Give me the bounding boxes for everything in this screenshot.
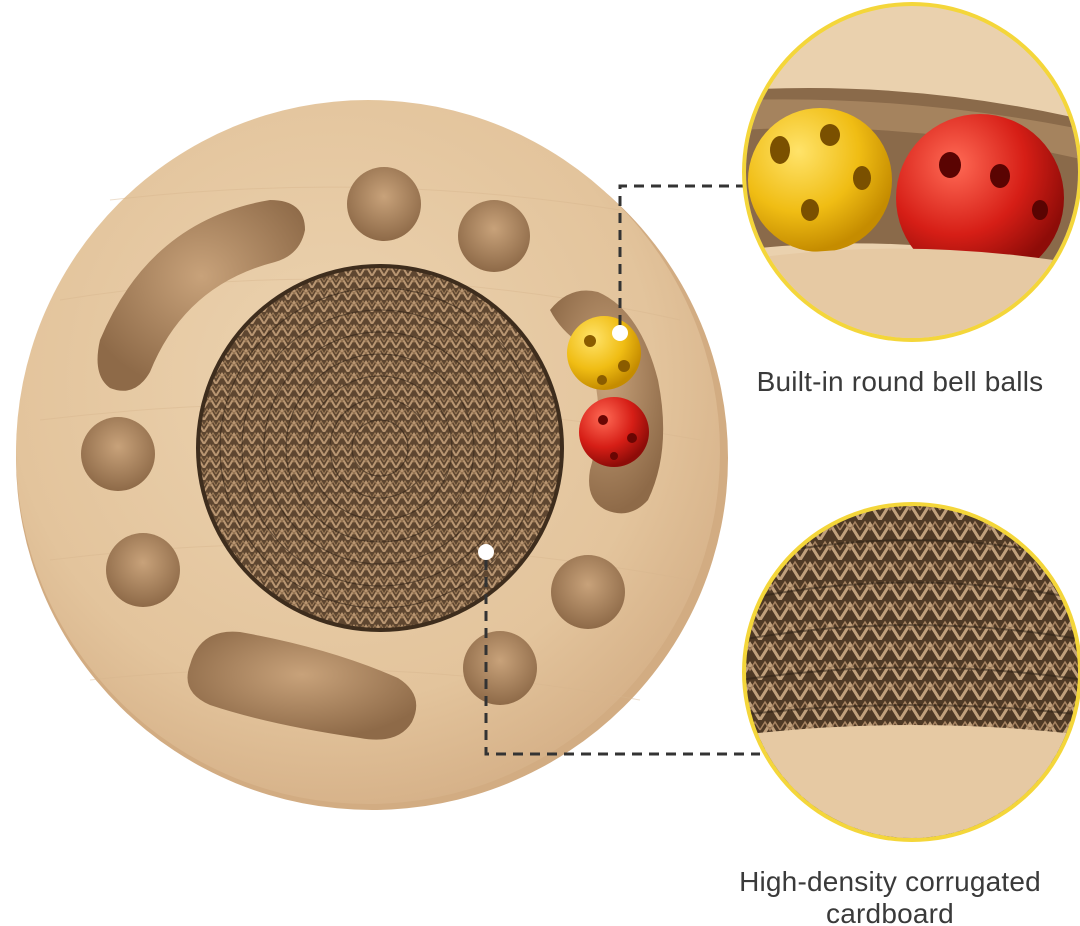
caption-line-1: High-density corrugated — [739, 866, 1041, 897]
zoom-corrugated-cardboard — [742, 502, 1080, 842]
yellow-bell-ball — [567, 316, 641, 390]
scratcher-board — [16, 100, 728, 810]
red-bell-ball — [579, 397, 649, 467]
caption-line-2: cardboard — [826, 898, 954, 926]
callout-connectors — [478, 184, 760, 756]
caption-bell-balls: Built-in round bell balls — [756, 366, 1044, 397]
caption-corrugated-cardboard: High-density corrugated cardboard — [700, 866, 1080, 926]
corrugated-cardboard-disc — [196, 264, 564, 632]
zoom-bell-balls — [742, 2, 1080, 342]
